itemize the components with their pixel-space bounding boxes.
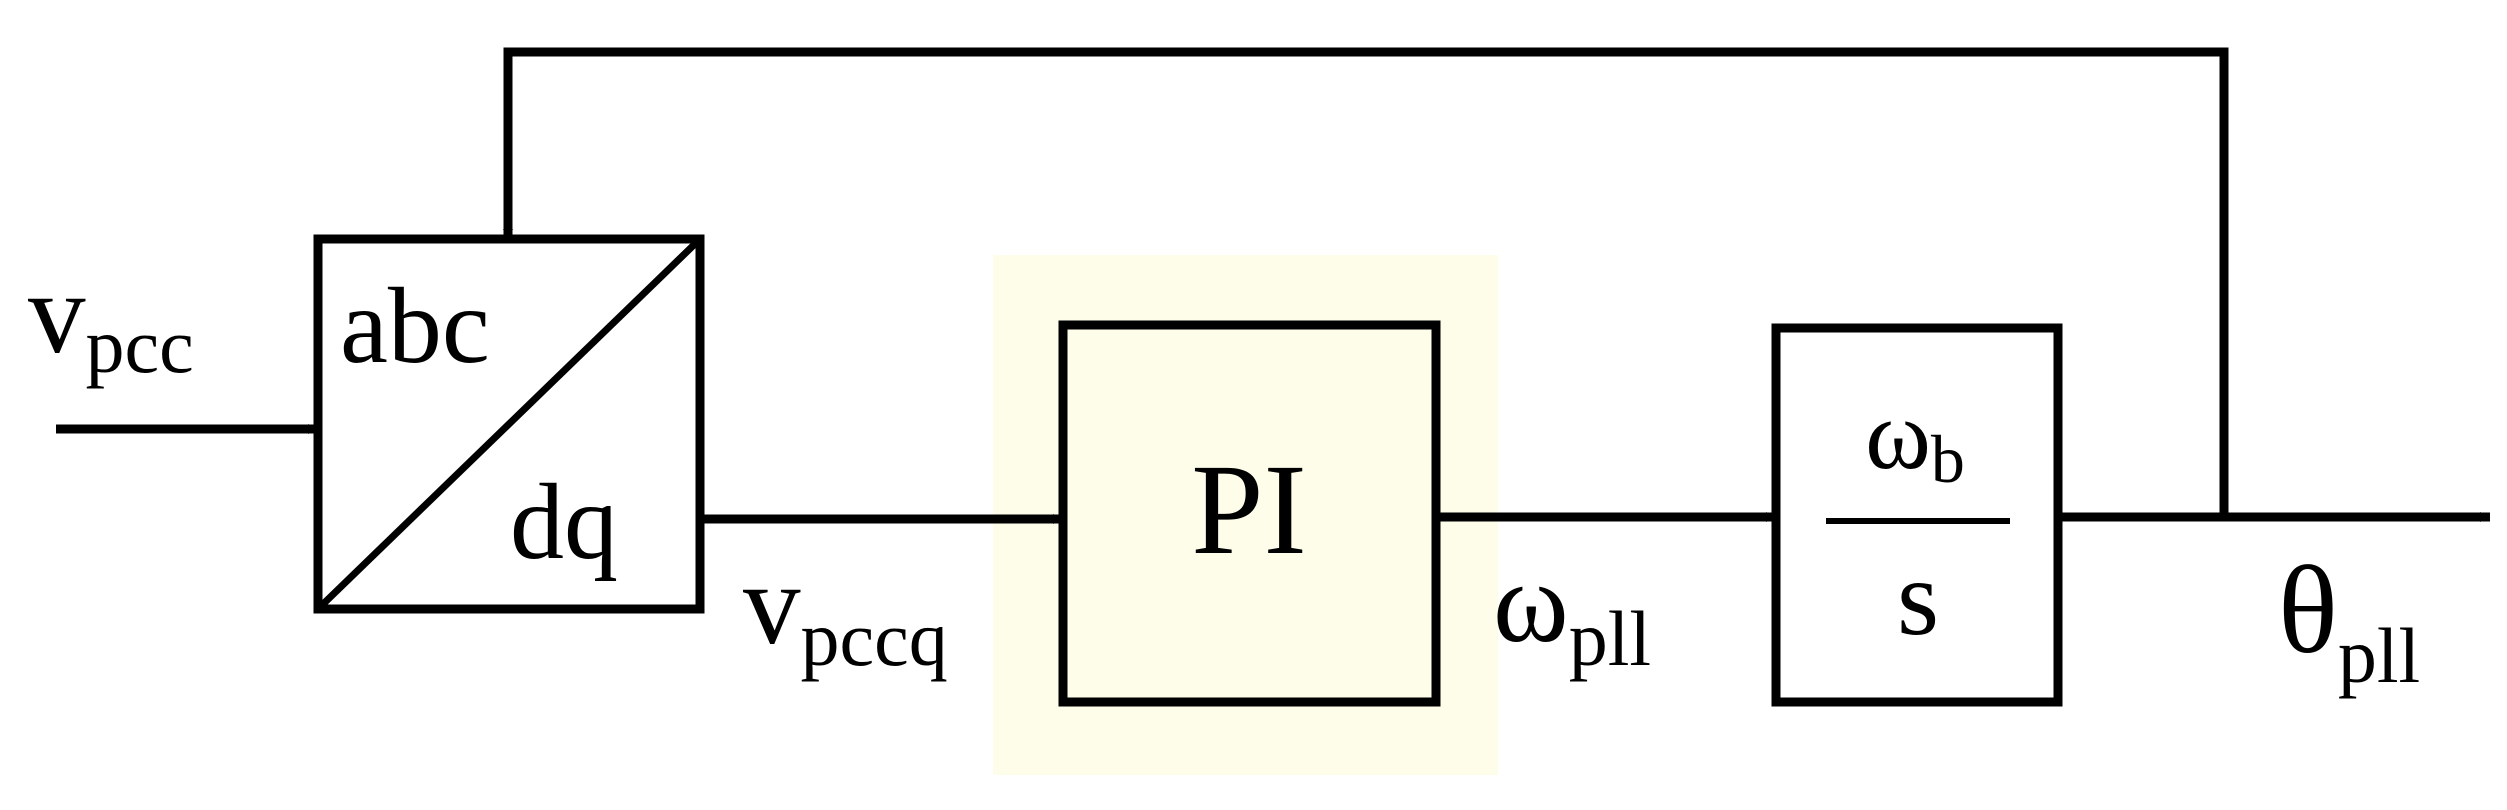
vpccq-base: v bbox=[743, 541, 801, 668]
abc-label: abc bbox=[340, 267, 490, 386]
integrator-denominator: s bbox=[1897, 539, 1939, 658]
integrator-block: ωb s bbox=[1771, 323, 2063, 707]
wpll-base: ω bbox=[1493, 539, 1569, 666]
pi-highlight-area bbox=[993, 255, 1498, 775]
vpcc-base: v bbox=[28, 250, 86, 377]
vpccq-subscript: pccq bbox=[801, 595, 948, 682]
thetapll-label: θpll bbox=[2278, 542, 2420, 699]
abc-dq-transform-block: abc dq bbox=[313, 234, 705, 614]
thetapll-subscript: pll bbox=[2338, 612, 2420, 699]
vpcc-label: vpcc bbox=[28, 250, 194, 389]
dq-label: dq bbox=[510, 463, 618, 582]
abc-dq-diagonal bbox=[315, 236, 703, 612]
omega-b-base: ω bbox=[1865, 379, 1931, 490]
vpcc-subscript: pcc bbox=[86, 302, 194, 389]
thetapll-base: θ bbox=[2278, 542, 2338, 680]
integrator-numerator: ωb bbox=[1865, 379, 1965, 497]
theta-feedback-path bbox=[503, 47, 2229, 517]
pi-label: PI bbox=[1191, 438, 1307, 582]
vpccq-label: vpccq bbox=[743, 541, 948, 682]
omega-b-subscript: b bbox=[1931, 421, 1965, 497]
wpll-label: ωpll bbox=[1493, 539, 1651, 682]
wpll-subscript: pll bbox=[1569, 595, 1651, 682]
